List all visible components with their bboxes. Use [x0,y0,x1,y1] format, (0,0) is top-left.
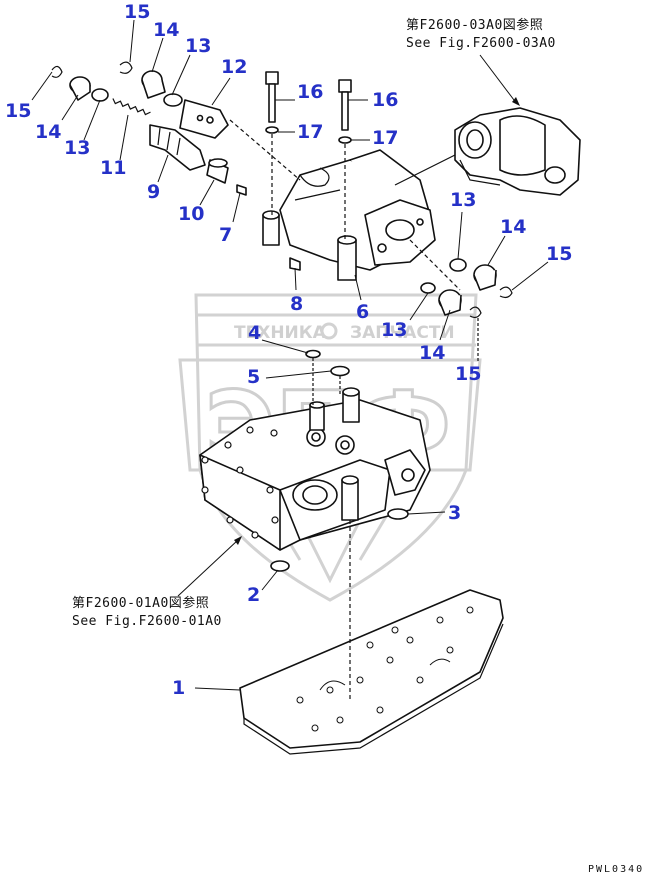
callout-14: 14 [35,121,62,143]
lower-valve-body [199,349,431,700]
callout-16: 16 [372,89,399,111]
seal-part-5 [330,365,350,377]
oring-part-13-c [449,258,467,272]
washer-part-17-right [338,136,352,144]
bolt-part-16-left [265,71,279,215]
ring-part-15-c [499,286,513,299]
reference-top-right-jp: 第F2600-03A0図参照 [406,18,544,33]
callout-1: 1 [172,677,186,699]
oring-part-13-b [163,93,183,107]
callout-13: 13 [185,35,212,57]
exploded-right-parts [420,258,513,362]
callout-13: 13 [450,189,477,211]
callout-15: 15 [124,1,151,23]
callout-17: 17 [372,127,399,149]
callout-15: 15 [5,100,32,122]
callout-15: 15 [546,243,573,265]
callout-14: 14 [153,19,180,41]
callout-6: 6 [356,301,370,323]
callout-12: 12 [221,56,248,78]
watermark-brand-text-2: ЗАПЧАСТИ [350,323,455,343]
callout-16: 16 [297,81,324,103]
callout-10: 10 [178,203,205,225]
leader-lines [31,19,549,691]
ring-part-15-a [51,65,63,78]
callout-13: 13 [381,319,408,341]
seal-part-2 [270,560,290,572]
callout-2: 2 [247,584,261,606]
callout-5: 5 [247,366,261,388]
reference-bottom-left-en: See Fig.F2600-01A0 [72,614,222,629]
callout-17: 17 [297,121,324,143]
oring-part-13-d [420,282,436,294]
seal-part-4 [305,349,321,359]
callout-14: 14 [500,216,527,238]
reference-top-right-en: See Fig.F2600-03A0 [406,36,556,51]
callout-15: 15 [455,363,482,385]
callout-8: 8 [290,293,304,315]
washer-part-17-left [265,126,279,134]
callout-13: 13 [64,137,91,159]
callout-14: 14 [419,342,446,364]
ring-part-15-b [119,61,133,74]
sleeve-part-12 [179,99,229,139]
oring-part-13-a [91,88,109,102]
reference-bottom-left-jp: 第F2600-01A0図参照 [72,596,210,611]
ring-part-15-d [469,306,482,319]
callout-9: 9 [147,181,161,203]
drawing-code: PWL0340 [588,864,645,875]
reference-housing-top-right [394,107,581,196]
callout-3: 3 [448,502,462,524]
spring-part-11 [112,98,151,116]
spool-part-9 [149,124,206,171]
pin-part-7 [236,184,247,196]
plate-part-1 [239,589,504,755]
seal-part-3 [387,508,409,520]
callout-7: 7 [219,224,233,246]
bolt-part-16-right [338,79,352,240]
upper-valve-body-part-6 [229,119,461,291]
callout-4: 4 [248,322,262,344]
callout-11: 11 [100,157,127,179]
plug-part-8 [289,257,301,271]
watermark-brand-text: ТЕХНИКА [234,323,327,343]
